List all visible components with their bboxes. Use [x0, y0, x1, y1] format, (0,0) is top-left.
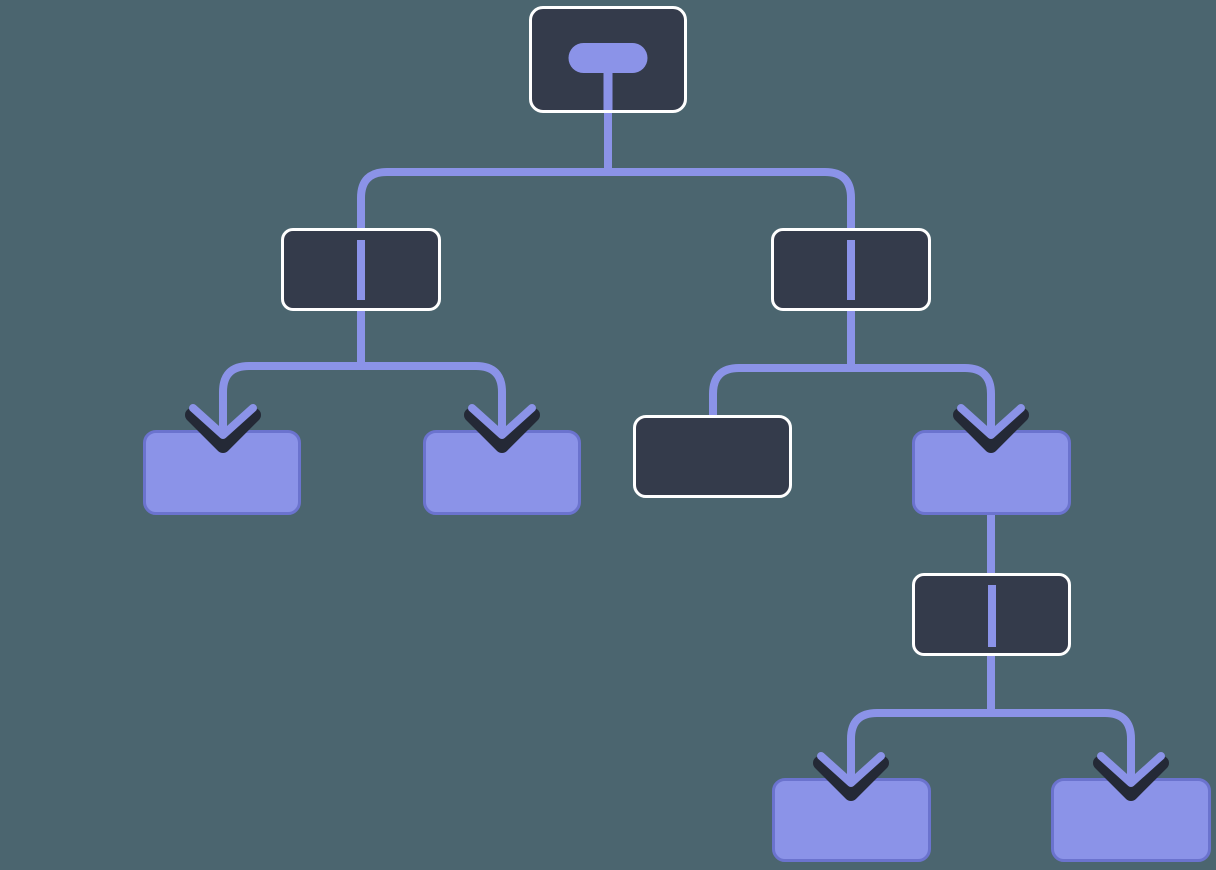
- divider-line-icon: [847, 240, 855, 300]
- divider-line-icon: [987, 585, 996, 647]
- connector-bottom-subtree-bar: [847, 709, 1135, 760]
- node-leaf-bottom-2[interactable]: [1051, 778, 1211, 862]
- node-purple-mid[interactable]: [912, 430, 1071, 515]
- node-leaf-left-2[interactable]: [423, 430, 581, 515]
- node-branch-left[interactable]: [281, 228, 441, 311]
- node-branch-bottom[interactable]: [912, 573, 1071, 656]
- node-root[interactable]: [529, 6, 687, 113]
- pill-stem-icon: [603, 69, 613, 110]
- node-branch-right[interactable]: [771, 228, 931, 311]
- node-leaf-left-1[interactable]: [143, 430, 301, 515]
- node-leaf-bottom-1[interactable]: [772, 778, 931, 862]
- pill-icon: [568, 43, 648, 73]
- connector-left-subtree-bar: [219, 362, 506, 412]
- connector-right-subtree-bar: [709, 364, 995, 418]
- divider-line-icon: [357, 240, 365, 300]
- node-plain-dark[interactable]: [633, 415, 792, 498]
- connector-level1-bar: [357, 168, 855, 230]
